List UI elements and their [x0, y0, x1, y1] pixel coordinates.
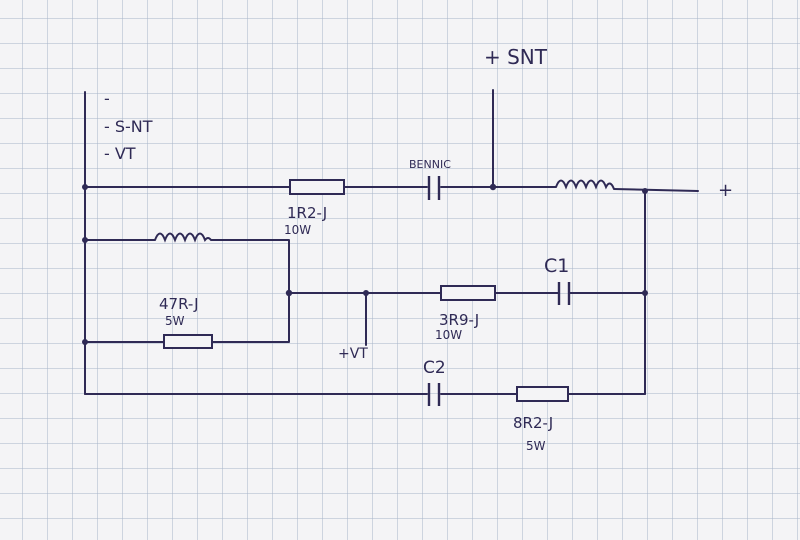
bennic-label: BENNIC [409, 158, 451, 171]
capacitor-c2 [427, 383, 441, 406]
r3-value: 47R-J [159, 295, 199, 313]
resistor-r1 [289, 179, 345, 195]
resistor-r4 [516, 386, 569, 402]
terminal-output-plus: + [718, 180, 733, 201]
terminal-vt-plus: +VT [338, 346, 368, 362]
junction-dot [489, 183, 497, 191]
legend-ground-mark: - [104, 89, 110, 108]
inductor-l2 [154, 232, 212, 243]
junction-dot [82, 184, 88, 190]
inductor-l1 [555, 179, 615, 190]
r2-value: 3R9-J [439, 311, 479, 329]
r1-value: 1R2-J [287, 204, 327, 222]
legend-s-nt: - S-NT [104, 117, 153, 136]
resistor-r2 [440, 285, 496, 301]
junction-dot [363, 290, 369, 296]
junction-dot [285, 289, 293, 297]
capacitor-bennic [427, 176, 441, 200]
r1-power: 10W [284, 223, 311, 237]
junction-dot [642, 290, 648, 296]
r2-power: 10W [435, 328, 462, 342]
junction-dot [82, 237, 88, 243]
r3-power: 5W [165, 314, 185, 328]
resistor-r3 [163, 334, 213, 349]
junctions [82, 183, 648, 345]
capacitor-c1 [557, 282, 571, 305]
top-line-output [613, 188, 699, 192]
c1-label: C1 [544, 255, 569, 277]
c2-label: C2 [423, 358, 446, 378]
junction-dot [82, 339, 88, 345]
junction-dot [642, 188, 648, 194]
r4-value: 8R2-J [513, 414, 553, 432]
legend-vt: - VT [104, 144, 136, 163]
terminal-snt-plus: + SNT [484, 45, 548, 69]
r4-power: 5W [526, 439, 546, 453]
